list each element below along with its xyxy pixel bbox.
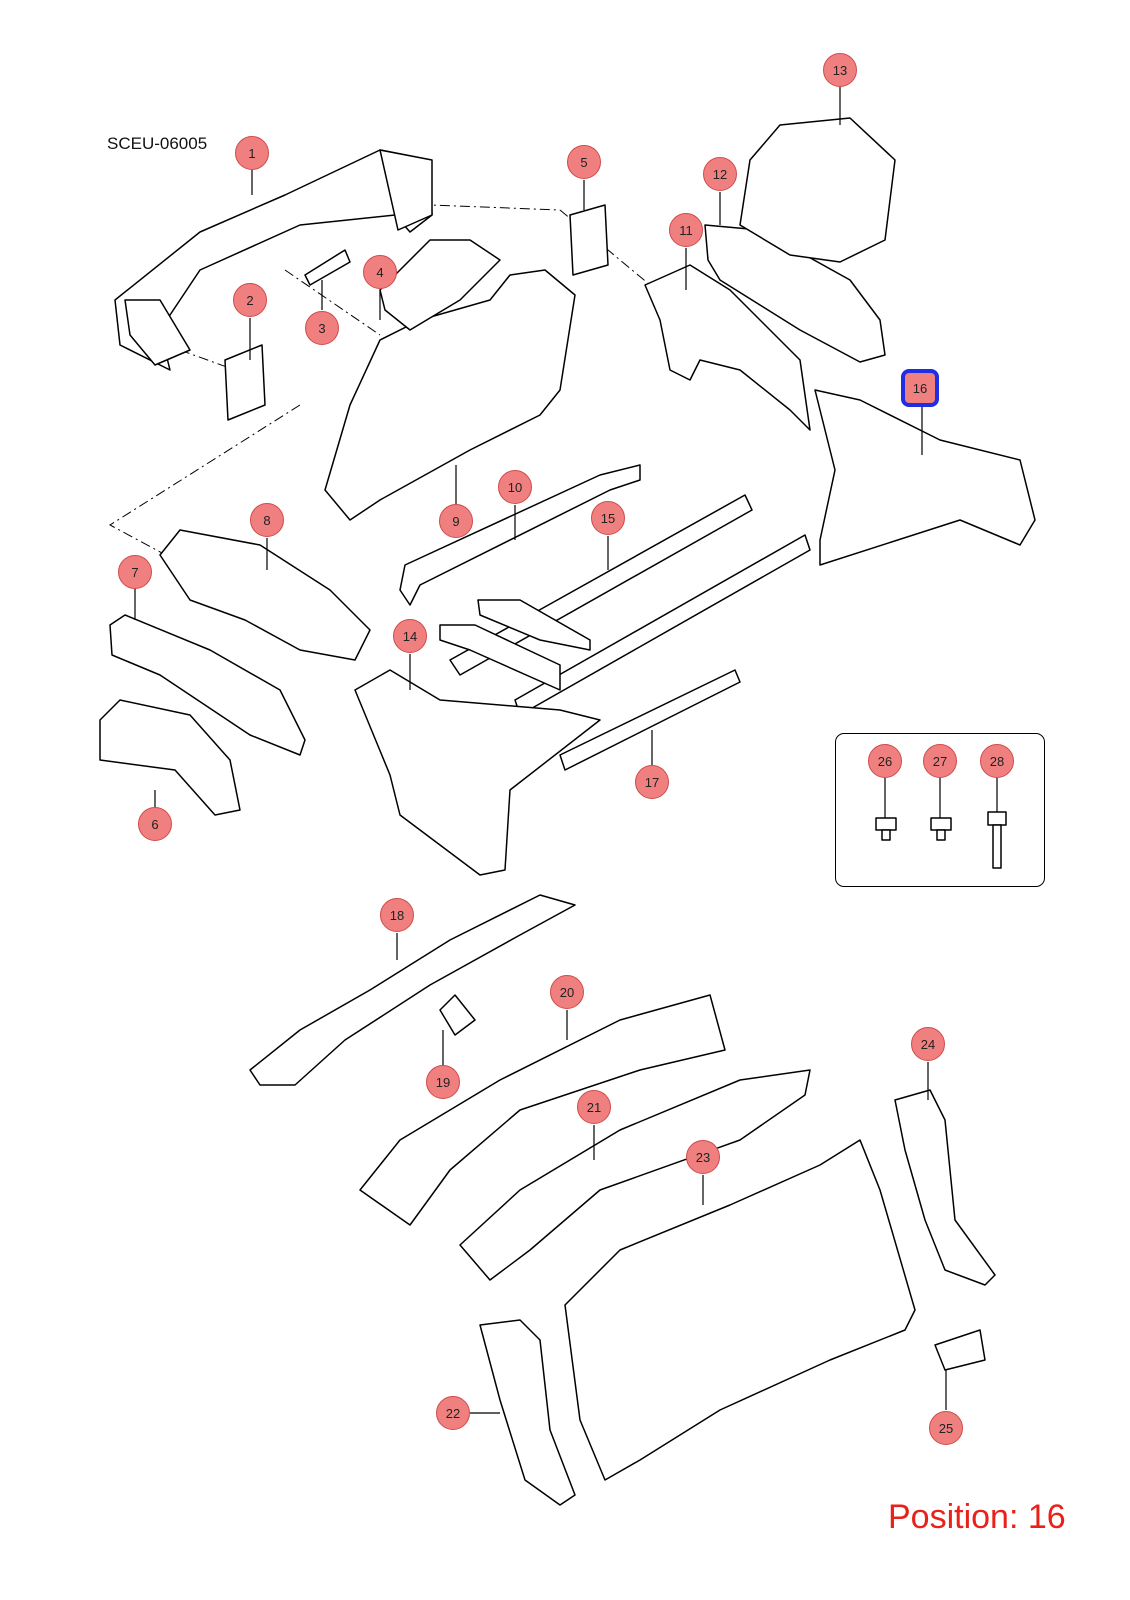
bolt-28-icon — [987, 811, 1007, 869]
part-plate-2 — [224, 344, 266, 421]
part-dash-panel-23 — [564, 1139, 916, 1481]
part-rail-17 — [559, 669, 741, 771]
part-14 — [354, 669, 601, 876]
part-19 — [439, 994, 476, 1036]
callout-12[interactable]: 12 — [703, 157, 737, 191]
callout-28[interactable]: 28 — [980, 744, 1014, 778]
callout-15[interactable]: 15 — [591, 501, 625, 535]
part-radiator-support — [324, 239, 576, 521]
part-7 — [109, 614, 306, 756]
callout-23[interactable]: 23 — [686, 1140, 720, 1174]
part-bracket-3 — [304, 249, 351, 286]
callout-3[interactable]: 3 — [305, 311, 339, 345]
part-pillar-24 — [894, 1089, 996, 1286]
callout-16-selected[interactable]: 16 — [901, 369, 939, 407]
part-16 — [814, 389, 1036, 566]
part-18 — [249, 894, 576, 1086]
callout-18[interactable]: 18 — [380, 898, 414, 932]
part-plate-5 — [569, 204, 609, 276]
callout-2[interactable]: 2 — [233, 283, 267, 317]
callout-26[interactable]: 26 — [868, 744, 902, 778]
part-crossmember-15 — [439, 494, 811, 716]
callout-6[interactable]: 6 — [138, 807, 172, 841]
part-pillar-22 — [479, 1319, 576, 1506]
leader-lines — [134, 87, 998, 1414]
diagram-code: SCEU-06005 — [107, 134, 208, 153]
part-8 — [159, 529, 371, 661]
fastener-box — [835, 733, 1045, 887]
callout-17[interactable]: 17 — [635, 765, 669, 799]
callout-11[interactable]: 11 — [669, 213, 703, 247]
callout-9[interactable]: 9 — [439, 504, 473, 538]
callout-14[interactable]: 14 — [393, 619, 427, 653]
part-bracket-25 — [934, 1329, 986, 1371]
callout-1[interactable]: 1 — [235, 136, 269, 170]
callout-8[interactable]: 8 — [250, 503, 284, 537]
callout-5[interactable]: 5 — [567, 145, 601, 179]
callout-27[interactable]: 27 — [923, 744, 957, 778]
callout-13[interactable]: 13 — [823, 53, 857, 87]
part-11 — [644, 264, 811, 431]
part-20 — [359, 994, 726, 1226]
part-front-bumper-beam — [114, 149, 433, 371]
callout-25[interactable]: 25 — [929, 1411, 963, 1445]
callout-22[interactable]: 22 — [436, 1396, 470, 1430]
callout-10[interactable]: 10 — [498, 470, 532, 504]
bolt-27-icon — [930, 817, 952, 841]
part-13 — [739, 117, 896, 263]
part-21 — [459, 1069, 811, 1281]
position-label: Position: 16 — [888, 1498, 1066, 1536]
bolt-26-icon — [875, 817, 897, 841]
callout-24[interactable]: 24 — [911, 1027, 945, 1061]
callout-21[interactable]: 21 — [577, 1090, 611, 1124]
callout-20[interactable]: 20 — [550, 975, 584, 1009]
part-6 — [99, 699, 241, 816]
part-rod-10 — [399, 464, 641, 606]
callout-4[interactable]: 4 — [363, 255, 397, 289]
callout-19[interactable]: 19 — [426, 1065, 460, 1099]
callout-7[interactable]: 7 — [118, 555, 152, 589]
